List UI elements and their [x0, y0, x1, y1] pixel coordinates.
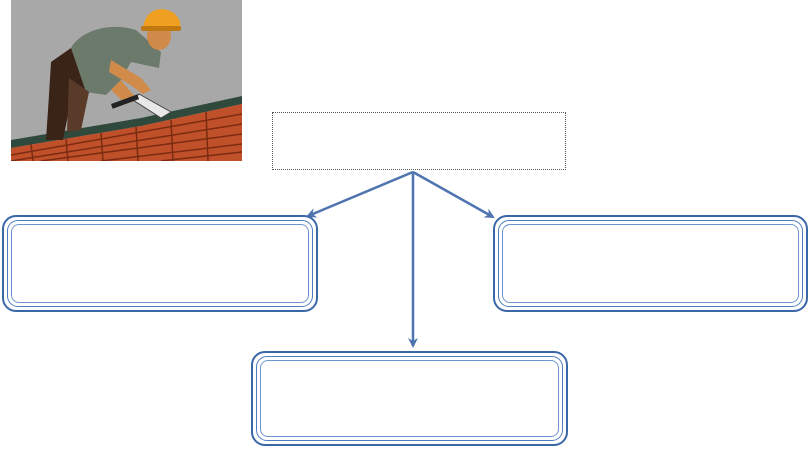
bricklayer-clipart: [11, 0, 242, 161]
bottom-box: [251, 351, 568, 446]
arrow-to-left-box: [306, 170, 414, 218]
left-box: [2, 215, 318, 312]
top-box: [272, 112, 566, 170]
right-box: [493, 215, 808, 312]
arrow-to-right-box: [412, 170, 495, 219]
